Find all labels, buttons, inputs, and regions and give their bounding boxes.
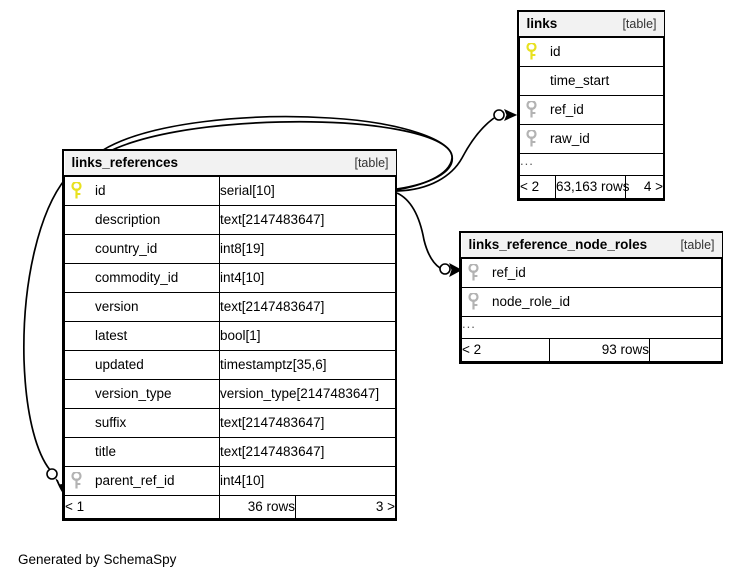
footer-row-count: 63,163 rows	[555, 174, 630, 199]
table-node-links-references[interactable]: links_references [table]	[62, 149, 397, 521]
table-kind-label: [table]	[622, 17, 657, 31]
primary-key-icon	[520, 43, 542, 60]
column-type: int4[10]	[220, 269, 265, 285]
column-name: ref_id	[550, 102, 584, 117]
ellipsis-label: ...	[462, 316, 476, 331]
column-name: node_role_id	[492, 294, 571, 309]
table-row[interactable]: parent_ref_id int4[10]	[64, 465, 397, 496]
column-type: bool[1]	[220, 327, 261, 343]
footer-child-count[interactable]: 3 >	[294, 494, 397, 519]
column-name: suffix	[95, 415, 127, 430]
foreign-key-icon	[520, 101, 542, 118]
ellipsis-label: ...	[520, 153, 534, 168]
column-name: id	[95, 183, 106, 199]
column-type: text[2147483647]	[220, 443, 325, 459]
table-footer-row: < 2 93 rows	[461, 337, 722, 362]
footer-parent-count[interactable]: < 1	[64, 494, 220, 519]
table-kind-label: [table]	[354, 156, 389, 170]
column-type: text[2147483647]	[220, 211, 325, 227]
table-grid-links-reference-node-roles: links_reference_node_roles [table]	[461, 233, 722, 362]
edge-marker-circle-parentrefid	[46, 468, 58, 480]
table-grid-links: links [table]	[518, 12, 665, 199]
foreign-key-icon	[65, 472, 87, 489]
column-name: ref_id	[492, 265, 526, 281]
table-row[interactable]: version_type version_type[2147483647]	[64, 378, 397, 409]
column-name: commodity_id	[95, 270, 179, 285]
column-name: description	[95, 212, 161, 227]
footer-parent-count[interactable]: < 2	[519, 174, 556, 199]
foreign-key-icon	[462, 293, 484, 310]
table-title: links_references	[71, 155, 179, 170]
table-footer-row: < 1 36 rows 3 >	[64, 494, 397, 519]
edge-self-reference-parentrefid	[23, 177, 67, 471]
column-name: version	[95, 299, 139, 314]
generated-by-caption: Generated by SchemaSpy	[18, 552, 177, 567]
column-name: country_id	[95, 241, 158, 256]
column-type: text[2147483647]	[220, 298, 325, 314]
column-name: id	[550, 44, 561, 60]
table-row[interactable]: suffix text[2147483647]	[64, 407, 397, 438]
column-type: timestamptz[35,6]	[220, 356, 327, 372]
table-row[interactable]: country_id int8[19]	[64, 233, 397, 264]
footer-parent-count[interactable]: < 2	[461, 337, 550, 362]
footer-child-count[interactable]	[649, 337, 722, 362]
table-row[interactable]: version text[2147483647]	[64, 291, 397, 322]
table-row[interactable]: time_start	[518, 65, 665, 96]
table-row[interactable]: latest bool[1]	[64, 320, 397, 351]
column-type: serial[10]	[220, 182, 275, 198]
table-title: links	[526, 16, 558, 31]
table-row[interactable]: id serial[10]	[64, 175, 397, 206]
column-name: updated	[95, 357, 144, 372]
table-row[interactable]: title text[2147483647]	[64, 436, 397, 467]
footer-row-count: 36 rows	[219, 494, 296, 519]
column-name: parent_ref_id	[95, 473, 175, 488]
column-name: latest	[95, 328, 128, 343]
column-type: int4[10]	[220, 472, 265, 488]
foreign-key-icon	[462, 264, 484, 281]
edge-linksreferences-id-to-noderoles-refid	[396, 192, 441, 269]
foreign-key-icon	[520, 130, 542, 147]
edge-marker-circle-noderoles-refid	[439, 263, 451, 275]
table-header-row: links_references [table]	[64, 151, 396, 177]
table-row[interactable]: updated timestamptz[35,6]	[64, 349, 397, 380]
table-node-links[interactable]: links [table]	[517, 10, 665, 201]
column-type: version_type[2147483647]	[220, 385, 380, 401]
footer-row-count: 93 rows	[549, 337, 650, 362]
table-row[interactable]: ref_id	[461, 257, 722, 288]
table-grid-links-references: links_references [table]	[64, 151, 397, 519]
footer-child-count[interactable]: 4 >	[624, 174, 665, 199]
column-name: title	[95, 444, 117, 459]
table-header-row: links [table]	[519, 12, 664, 38]
table-ellipsis-row: ...	[518, 152, 665, 176]
column-type: int8[19]	[220, 240, 265, 256]
column-name: raw_id	[550, 131, 590, 146]
column-name: version_type	[95, 386, 172, 401]
column-name: time_start	[550, 73, 610, 88]
edge-arrow-links-refid	[504, 109, 518, 121]
column-type: text[2147483647]	[220, 414, 325, 430]
table-node-links-reference-node-roles[interactable]: links_reference_node_roles [table]	[459, 231, 723, 364]
table-header-row: links_reference_node_roles [table]	[461, 233, 722, 259]
table-row[interactable]: commodity_id int4[10]	[64, 262, 397, 293]
table-title: links_reference_node_roles	[468, 237, 648, 252]
table-row[interactable]: ref_id	[518, 94, 665, 125]
table-row[interactable]: raw_id	[518, 123, 665, 154]
table-kind-label: [table]	[680, 238, 715, 252]
table-row[interactable]: description text[2147483647]	[64, 204, 397, 235]
table-ellipsis-row: ...	[461, 315, 722, 339]
table-footer-row: < 2 63,163 rows 4 >	[519, 174, 665, 199]
table-row[interactable]: node_role_id	[461, 286, 722, 317]
table-row[interactable]: id	[518, 36, 665, 67]
edge-linksreferences-id-to-links-refid-b	[396, 117, 495, 192]
primary-key-icon	[65, 182, 87, 199]
edge-marker-circle-links-refid	[493, 109, 505, 121]
